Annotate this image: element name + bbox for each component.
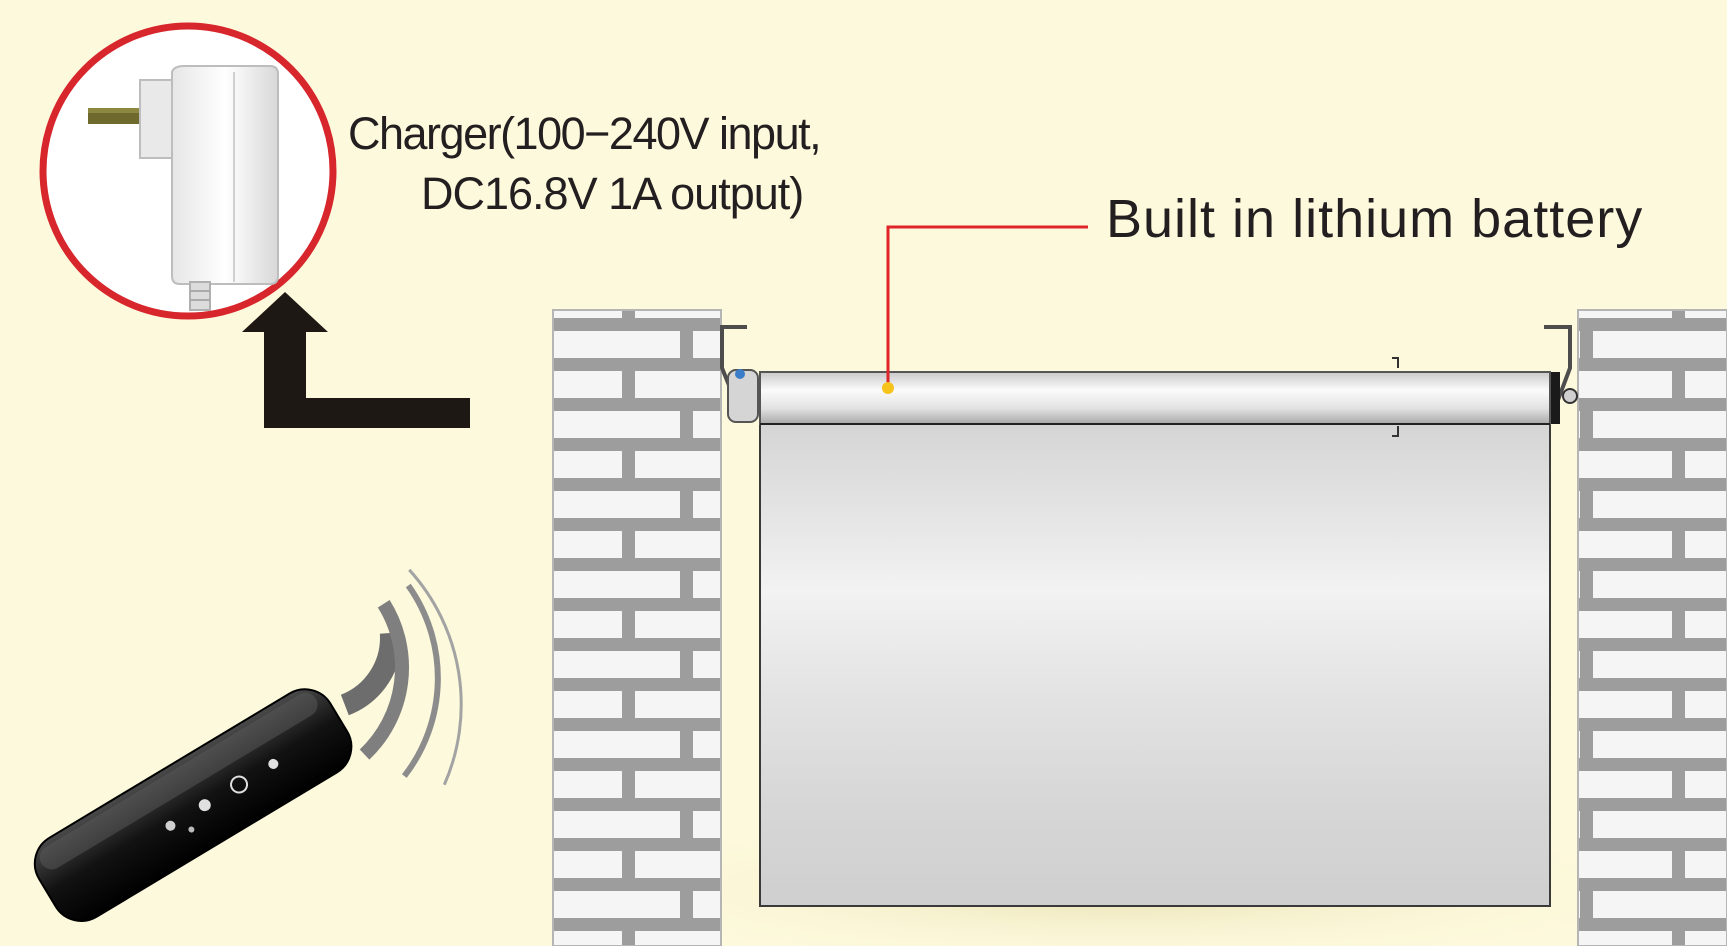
- dimension-marks: [1392, 357, 1399, 437]
- wireless-signal-icon: [340, 568, 463, 786]
- charger-spec-line-1: Charger(100−240V input,: [348, 108, 822, 159]
- roller-blind-fabric: [759, 419, 1551, 907]
- charger-spec-line-2: DC16.8V 1A output): [421, 168, 804, 219]
- up-arrow-icon: [242, 292, 470, 428]
- left-end-cap: [727, 369, 759, 423]
- remote-control-icon: [33, 688, 353, 922]
- battery-label: Built in lithium battery: [1106, 189, 1644, 249]
- right-brick-wall: [1577, 309, 1727, 946]
- battery-leader-line: [882, 225, 1088, 394]
- right-end-cap: [1548, 372, 1578, 424]
- wall-charger-icon: [88, 65, 279, 311]
- tubular-motor: [759, 371, 1551, 425]
- left-brick-wall: [552, 309, 722, 946]
